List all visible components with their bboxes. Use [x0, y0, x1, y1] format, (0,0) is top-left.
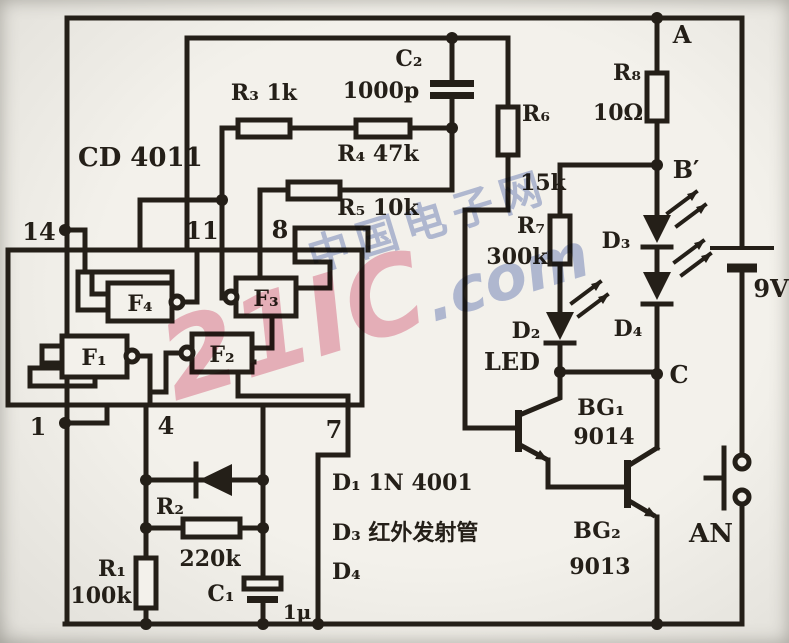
wire [39, 343, 65, 366]
wire [292, 247, 333, 291]
nand-gate-f1 [59, 333, 141, 380]
capacitor-c2 [430, 80, 474, 99]
wire [147, 350, 189, 395]
led-d2 [543, 312, 577, 346]
resistor-r8-value: 10Ω [593, 100, 643, 126]
transistor-bg2 [624, 444, 661, 627]
wire [62, 227, 88, 253]
resistor-r5-label: R₅ 10k [337, 195, 419, 221]
wire [184, 35, 511, 110]
resistor-r4 [353, 117, 413, 140]
battery-9v [710, 246, 774, 273]
junction-dots [59, 12, 663, 630]
gate-f1-label: F₁ [81, 345, 106, 371]
nand-gate-f2 [178, 331, 255, 375]
led-d4 [640, 272, 674, 307]
node-c-label: C [669, 360, 688, 389]
resistor-r2-ref: R₂ [156, 494, 184, 520]
nand-gate-f4 [105, 280, 186, 324]
switch-an-label: AN [688, 519, 733, 549]
transistor-bg2-ref: BG₂ [573, 518, 620, 544]
resistor-r2-value: 220k [179, 546, 241, 572]
resistor-r1 [133, 555, 159, 611]
capacitor-c2-value: 1000p [343, 78, 420, 104]
diode-d2-note: LED [484, 347, 540, 376]
capacitor-c1 [241, 575, 284, 603]
oscillator-wires [184, 35, 518, 431]
nand-gate-f3 [222, 275, 299, 319]
resistor-r6-ref: R₆ [522, 101, 550, 127]
led-d3 [640, 215, 674, 250]
wire [557, 162, 660, 219]
wire [462, 152, 518, 431]
pin-7-label: 7 [326, 415, 343, 444]
gate-f2-label: F₂ [209, 342, 234, 368]
resistor-r7 [547, 213, 573, 267]
resistor-r8-ref: R₈ [613, 60, 641, 86]
gate-f4-label: F₄ [127, 291, 152, 317]
wire [315, 402, 351, 627]
wire [292, 225, 371, 253]
transistor-bg2-value: 9013 [569, 554, 630, 580]
capacitor-c1-value: 1μ [283, 600, 312, 624]
pin-8-label: 8 [272, 215, 289, 244]
resistor-r2 [180, 516, 243, 540]
ic-outline [5, 247, 365, 408]
ic-internal-routing [27, 247, 351, 408]
wire [257, 125, 455, 253]
resistor-r4-label: R₄ 47k [337, 141, 419, 167]
wire [176, 249, 200, 305]
diode-d2-ref: D₂ [512, 318, 541, 344]
resistor-r6 [495, 104, 521, 158]
gate-f3-label: F₃ [253, 286, 278, 312]
wire [251, 313, 275, 351]
wire [75, 269, 113, 313]
resistor-r6-value: 15k [520, 170, 567, 196]
node-a-label: A [672, 20, 692, 49]
emission-arrows [569, 189, 713, 319]
diode-d3-ref: D₃ [602, 228, 631, 254]
wire [62, 402, 110, 426]
transistor-bg1 [462, 369, 627, 490]
ic-pin-wires [62, 35, 371, 627]
pin-14-label: 14 [22, 217, 55, 246]
node-b-label: B′ [673, 155, 700, 184]
resistor-r3-label: R₃ 1k [231, 80, 298, 106]
capacitor-c2-ref: C₂ [395, 46, 422, 72]
transistor-bg1-ref: BG₁ [577, 395, 624, 421]
legend-line-3: D₄ [332, 559, 361, 585]
diode-d1 [193, 461, 232, 499]
resistor-r1-value: 100k [70, 583, 132, 609]
legend-line-2: D₃ 红外发射管 [332, 520, 478, 546]
push-button-an [703, 445, 752, 511]
pin-11-label: 11 [185, 216, 218, 245]
resistor-r7-value: 300k [486, 244, 548, 270]
resistor-r8 [644, 70, 670, 124]
legend-line-1: D₁ 1N 4001 [332, 470, 473, 496]
resistor-r3 [235, 117, 293, 140]
resistor-r5 [285, 179, 343, 202]
diode-d4-ref: D₄ [614, 316, 643, 342]
pin-4-label: 4 [158, 411, 175, 440]
power-rail-wires [62, 15, 745, 627]
battery-label: 9V [753, 274, 789, 303]
wire [27, 365, 98, 389]
pin-1-label: 1 [30, 412, 47, 441]
resistor-r1-ref: R₁ [98, 556, 126, 582]
resistor-r7-ref: R₇ [517, 213, 545, 239]
capacitor-c1-ref: C₁ [207, 581, 234, 607]
transistor-bg1-value: 9014 [573, 424, 634, 450]
ic-name-label: CD 4011 [78, 143, 203, 173]
